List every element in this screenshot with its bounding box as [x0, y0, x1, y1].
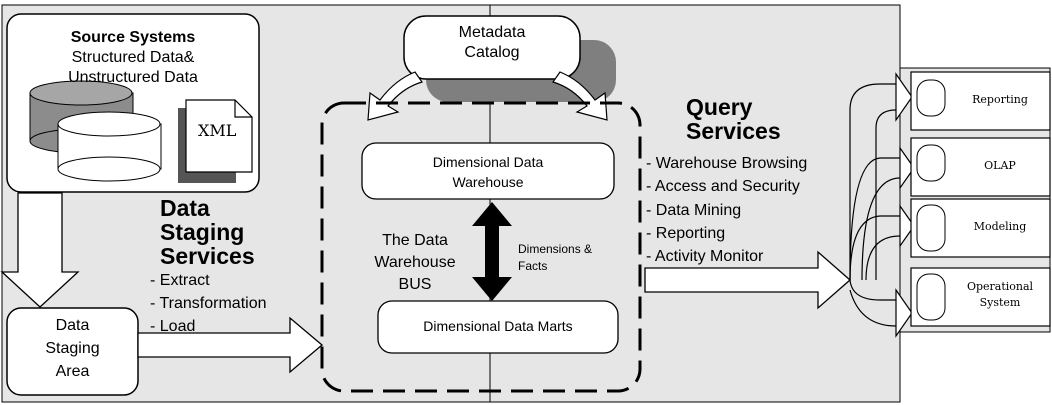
olap-app-icon: [916, 144, 946, 182]
dimensional-data-marts-box: [377, 300, 619, 354]
branch-arrowheads: [895, 72, 915, 338]
metadata-catalog-box: [403, 15, 581, 80]
query-item-reporting: - Reporting: [646, 225, 726, 242]
arrow-query-to-apps: [644, 250, 851, 310]
modeling-app-label: Modeling: [973, 220, 1027, 233]
dimensional-dw-line2: Warehouse: [452, 174, 524, 190]
dimensional-dw-line1: Dimensional Data: [432, 154, 544, 170]
query-item-access-security: - Access and Security: [646, 178, 800, 195]
operational-system-icon: [916, 273, 946, 321]
staging-item-extract: - Extract: [150, 272, 210, 289]
source-systems-line1: Structured Data&: [71, 49, 195, 66]
staging-item-transformation: - Transformation: [150, 295, 267, 312]
metadata-catalog-line1: Metadata: [458, 24, 526, 41]
source-systems-line2: Unstructured Data: [68, 69, 198, 86]
dimensional-data-warehouse-box: [361, 142, 615, 200]
query-services-title-1: Query: [686, 94, 753, 120]
arrow-source-to-staging: [0, 192, 80, 308]
operational-system-label-2: System: [979, 296, 1021, 309]
modeling-app-icon: [916, 204, 946, 252]
query-item-data-mining: - Data Mining: [646, 202, 742, 219]
staging-item-load: - Load: [150, 318, 196, 335]
query-item-activity-monitor: - Activity Monitor: [646, 248, 764, 265]
query-item-warehouse-browsing: - Warehouse Browsing: [646, 155, 808, 172]
source-systems-title: Source Systems: [70, 29, 196, 46]
staging-services-title-2: Staging: [160, 219, 245, 245]
arrow-metadata-right: [552, 71, 608, 121]
database-icon-light: [57, 111, 162, 182]
xml-label: XML: [198, 121, 237, 140]
warehouse-bus-boundary: [320, 101, 642, 393]
reporting-app-label: Reporting: [972, 93, 1028, 106]
dimensions-facts-line2: Facts: [518, 259, 548, 273]
bus-label-line2: Warehouse: [374, 254, 456, 271]
olap-app-label: OLAP: [984, 159, 1016, 172]
arrow-staging-to-bus: [137, 316, 324, 374]
metadata-catalog-line2: Catalog: [464, 44, 520, 61]
staging-area-line2: Staging: [45, 340, 100, 357]
branch-arrows: [849, 83, 901, 327]
staging-services-title-3: Services: [160, 243, 255, 269]
dimensions-facts-line1: Dimensions &: [518, 242, 593, 256]
operational-system-label-1: Operational: [966, 280, 1034, 293]
reporting-app-icon: [916, 79, 946, 117]
arrow-metadata-left: [367, 71, 423, 121]
xml-document-icon: [178, 99, 253, 183]
query-services-title-2: Services: [686, 118, 781, 144]
staging-area-line3: Area: [55, 363, 90, 380]
bus-label-line3: BUS: [398, 276, 432, 293]
bidirectional-arrow: [472, 202, 512, 301]
staging-services-title-1: Data: [160, 195, 210, 221]
dimensional-marts-label: Dimensional Data Marts: [423, 318, 573, 334]
bus-label-line1: The Data: [382, 232, 448, 249]
staging-area-line1: Data: [55, 317, 90, 334]
